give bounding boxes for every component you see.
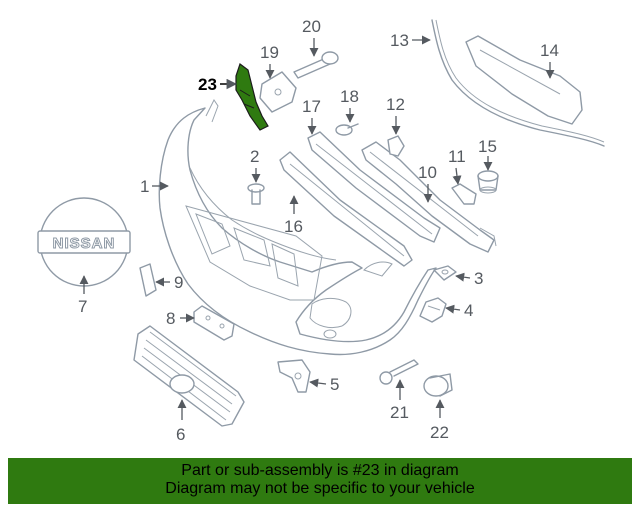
svg-text:5: 5 <box>330 375 339 394</box>
part-bracket-5[interactable] <box>277 359 311 393</box>
part-clip-19[interactable] <box>259 71 297 113</box>
part-bracket-4[interactable] <box>419 297 447 323</box>
svg-text:15: 15 <box>478 137 497 156</box>
part-23-highlighted-bracket[interactable] <box>235 63 269 131</box>
callout-7: 7 <box>78 275 89 316</box>
callout-14: 14 <box>540 41 559 79</box>
svg-text:8: 8 <box>166 309 175 328</box>
notice-line-disclaimer: Diagram may not be specific to your vehi… <box>165 480 475 497</box>
callout-8: 8 <box>166 309 195 328</box>
part-reinforcement[interactable] <box>279 151 413 267</box>
part-molding-strip[interactable] <box>431 19 605 147</box>
callout-13: 13 <box>390 31 431 50</box>
svg-text:4: 4 <box>464 301 473 320</box>
part-ring-clip[interactable] <box>379 359 419 385</box>
exploded-parts-diagram: NISSAN <box>37 17 605 444</box>
callout-23-highlighted: 23 <box>198 75 238 94</box>
svg-text:14: 14 <box>540 41 559 60</box>
part-grommet[interactable] <box>477 170 499 194</box>
svg-text:18: 18 <box>340 87 359 106</box>
callout-19: 19 <box>260 43 279 79</box>
callout-16: 16 <box>284 195 303 236</box>
callout-21: 21 <box>390 379 409 422</box>
part-push-clip[interactable] <box>247 183 265 205</box>
callout-20: 20 <box>302 17 321 57</box>
part-grille[interactable] <box>133 325 245 427</box>
svg-text:6: 6 <box>176 425 185 444</box>
svg-text:22: 22 <box>430 423 449 442</box>
part-bolt-18[interactable] <box>335 123 359 136</box>
part-bracket-11[interactable] <box>451 183 477 205</box>
callout-1: 1 <box>140 177 169 196</box>
callout-17: 17 <box>302 97 321 135</box>
callout-10: 10 <box>418 163 437 203</box>
svg-text:19: 19 <box>260 43 279 62</box>
svg-text:21: 21 <box>390 403 409 422</box>
svg-text:16: 16 <box>284 217 303 236</box>
part-upper-support[interactable] <box>307 131 441 243</box>
part-bolt-20[interactable] <box>293 51 339 79</box>
svg-text:2: 2 <box>250 147 259 166</box>
svg-text:11: 11 <box>448 147 466 166</box>
callout-22: 22 <box>430 399 449 442</box>
callout-4: 4 <box>445 301 473 320</box>
svg-text:23: 23 <box>198 75 217 94</box>
svg-text:1: 1 <box>140 177 149 196</box>
callout-3: 3 <box>455 269 483 288</box>
notice-banner: Part or sub-assembly is #23 in diagram D… <box>8 458 632 504</box>
callout-2: 2 <box>250 147 261 183</box>
svg-text:17: 17 <box>302 97 321 116</box>
callout-6: 6 <box>176 399 187 444</box>
callout-12: 12 <box>386 95 405 135</box>
part-side-marker[interactable] <box>139 263 157 297</box>
part-front-bumper-cover[interactable] <box>158 99 437 356</box>
svg-text:13: 13 <box>390 31 409 50</box>
svg-text:12: 12 <box>386 95 405 114</box>
svg-text:9: 9 <box>174 273 183 292</box>
callout-9: 9 <box>155 273 183 292</box>
svg-text:20: 20 <box>302 17 321 36</box>
part-bracket-12[interactable] <box>387 135 405 157</box>
callout-11: 11 <box>448 147 466 185</box>
callout-5: 5 <box>309 375 339 394</box>
notice-line-part-number: Part or sub-assembly is #23 in diagram <box>181 462 459 479</box>
svg-text:10: 10 <box>418 163 437 182</box>
part-nissan-emblem[interactable]: NISSAN <box>37 197 131 287</box>
part-clip-nut[interactable] <box>433 265 457 281</box>
part-air-deflector[interactable] <box>465 35 583 125</box>
callout-15: 15 <box>478 137 497 171</box>
callout-18: 18 <box>340 87 359 123</box>
svg-text:7: 7 <box>78 297 87 316</box>
svg-text:3: 3 <box>474 269 483 288</box>
emblem-lettering: NISSAN <box>53 235 116 252</box>
part-fog-lamp[interactable] <box>423 373 453 397</box>
